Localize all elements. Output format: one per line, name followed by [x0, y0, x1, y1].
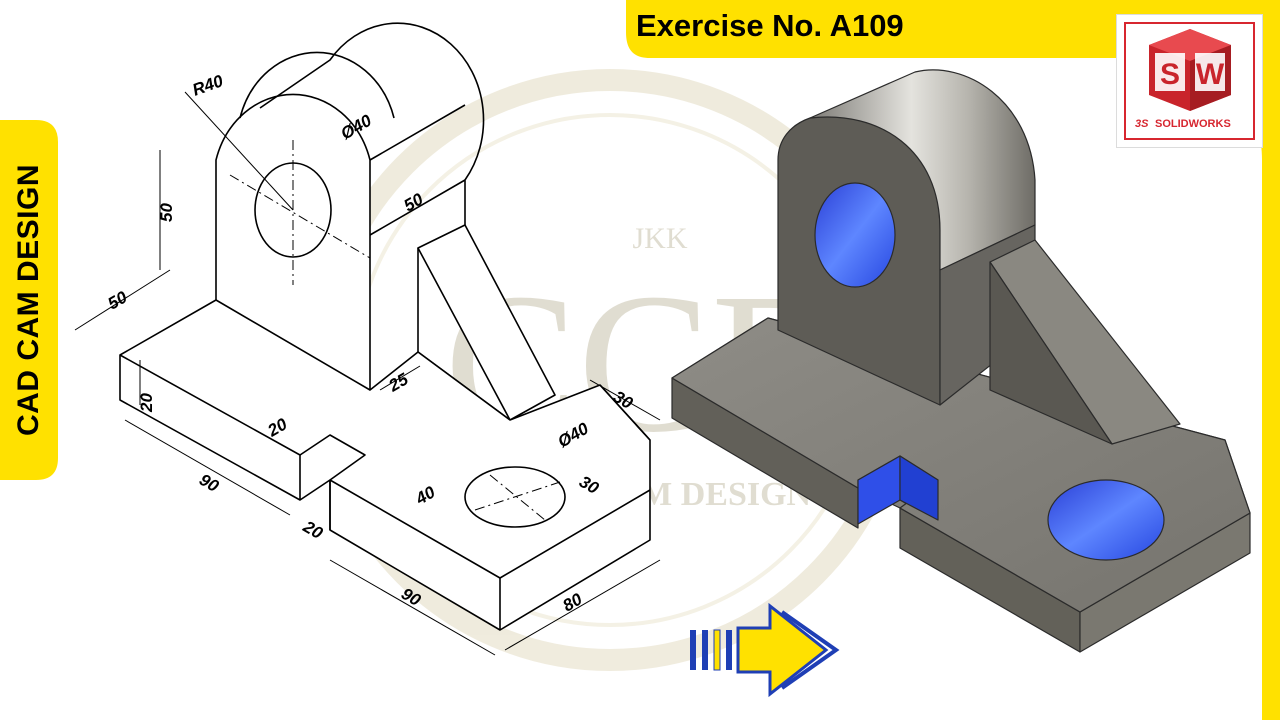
side-tab-shape	[0, 120, 58, 480]
dim-boss-depth: 50	[401, 189, 427, 215]
solid-model	[671, 69, 1251, 653]
base-hole	[1047, 479, 1165, 561]
exercise-title: Exercise No. A109	[636, 8, 904, 43]
sw-badge-right: W	[1196, 58, 1225, 91]
dim-base-width: 80	[560, 589, 586, 615]
sw-cube-icon: S W 3S	[1135, 29, 1231, 130]
sw-badge-left: S	[1160, 58, 1180, 91]
logo-border	[1124, 22, 1255, 140]
dim-boss-height: 50	[157, 203, 176, 222]
dim-slot-offset: 20	[299, 517, 326, 544]
dim-upright-width: 50	[105, 287, 131, 313]
ds-mark: 3S	[1135, 118, 1149, 130]
dim-block-height: 20	[137, 393, 156, 413]
next-arrow-icon	[690, 602, 840, 698]
logo-brand-text: SOLIDWORKS	[1155, 118, 1231, 130]
upright-hole	[814, 182, 896, 288]
solidworks-logo: S W 3S SOLIDWORKS	[1116, 14, 1263, 148]
watermark-initials: JKK	[632, 222, 687, 255]
dim-radius: R40	[190, 71, 226, 100]
technical-drawing	[74, 22, 661, 656]
